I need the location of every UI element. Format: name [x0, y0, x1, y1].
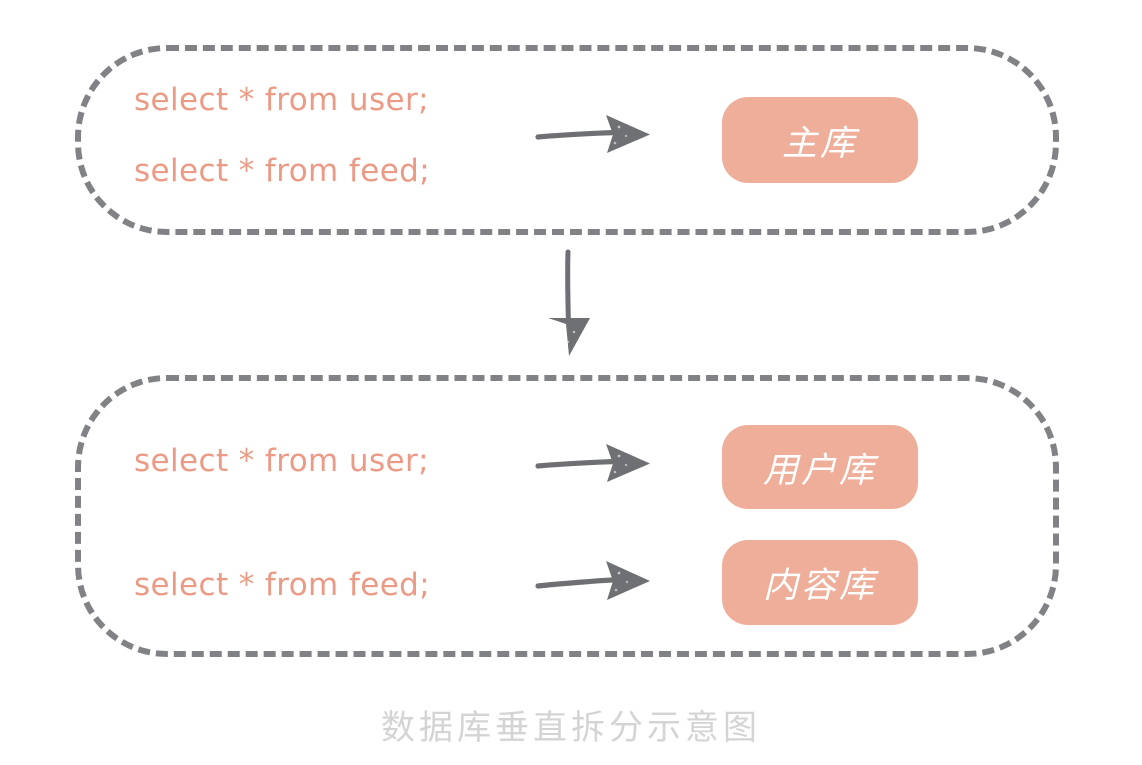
- sql-query-feed-after: select * from feed;: [134, 567, 431, 603]
- db-box-user[interactable]: 用户库: [722, 425, 918, 509]
- db-box-content[interactable]: 内容库: [722, 540, 918, 625]
- arrow-right-to-content-db: [535, 561, 650, 600]
- db-box-master[interactable]: 主库: [722, 97, 918, 183]
- diagram-caption: 数据库垂直拆分示意图: [381, 708, 761, 748]
- group-after-split: [75, 375, 1059, 657]
- arrow-right-to-master-db: [535, 115, 650, 153]
- sql-query-user-before: select * from user;: [134, 82, 429, 118]
- group-before-split: [75, 45, 1059, 235]
- db-label-user: 用户库: [762, 450, 877, 491]
- db-label-master: 主库: [781, 123, 858, 164]
- sql-query-feed-before: select * from feed;: [134, 153, 431, 189]
- db-label-content: 内容库: [762, 566, 877, 606]
- sql-query-user-after: select * from user;: [134, 443, 429, 479]
- arrow-right-to-user-db: [535, 444, 650, 482]
- arrow-down-split: [548, 249, 590, 356]
